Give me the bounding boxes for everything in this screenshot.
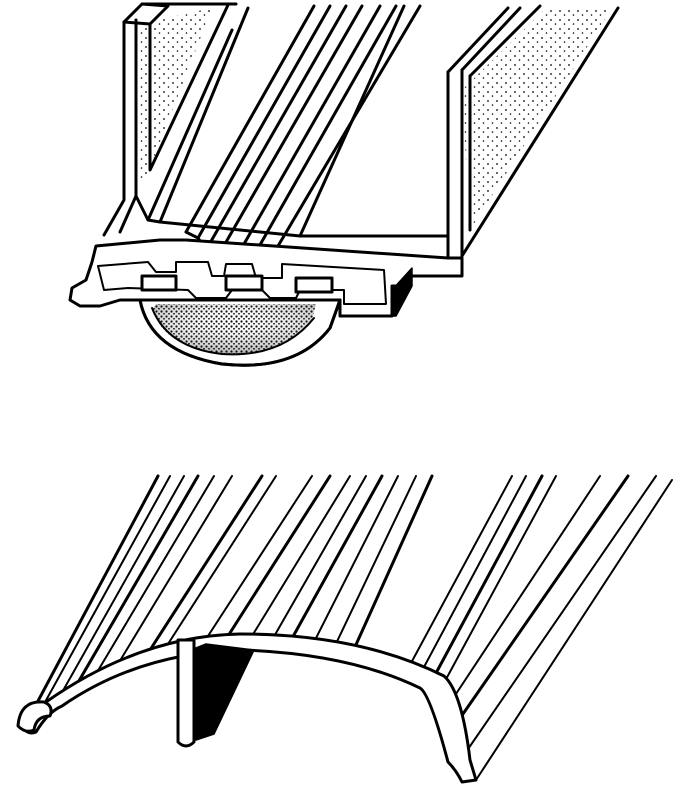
cover-ridge-line — [465, 475, 657, 753]
cover-ridge-line — [331, 475, 417, 653]
upper-bowl-insert — [138, 298, 342, 367]
cover-ridge-line — [28, 474, 160, 718]
cover-ridge-line — [207, 475, 313, 637]
cover-ridge-line — [288, 474, 384, 644]
cover-ridge-line — [475, 479, 673, 781]
cover-ridge-line — [74, 474, 200, 688]
cover-ridge-line — [348, 474, 434, 660]
cover-ridge-lines — [28, 474, 673, 781]
central-insert-ridges — [184, 4, 422, 292]
right-outer-wall — [418, 4, 620, 264]
cover-ridge-line — [271, 475, 367, 641]
cover-ridge-line — [426, 474, 544, 690]
cover-ridge-line — [311, 475, 399, 647]
cover-ridge-line — [167, 475, 277, 645]
cover-ridge-line — [437, 475, 557, 695]
cover-ridge-line — [226, 474, 332, 638]
cover-ridge-line — [415, 475, 527, 683]
cover-ridge-line — [403, 475, 513, 677]
lower-profile-cover — [16, 474, 673, 784]
track-base-flange — [68, 238, 464, 318]
cover-ridge-line — [59, 475, 185, 697]
cover-ridge-line — [117, 475, 233, 665]
cover-ridge-line — [43, 475, 171, 705]
upper-profile-track — [68, 2, 620, 367]
left-outer-wall — [102, 2, 238, 237]
cover-ridge-line — [95, 475, 215, 675]
cover-ridge-line — [148, 474, 264, 652]
cover-ridge-line — [251, 475, 351, 637]
cover-ridge-line — [454, 474, 630, 726]
cover-center-fin — [176, 638, 255, 748]
cover-ridge-line — [447, 475, 601, 707]
